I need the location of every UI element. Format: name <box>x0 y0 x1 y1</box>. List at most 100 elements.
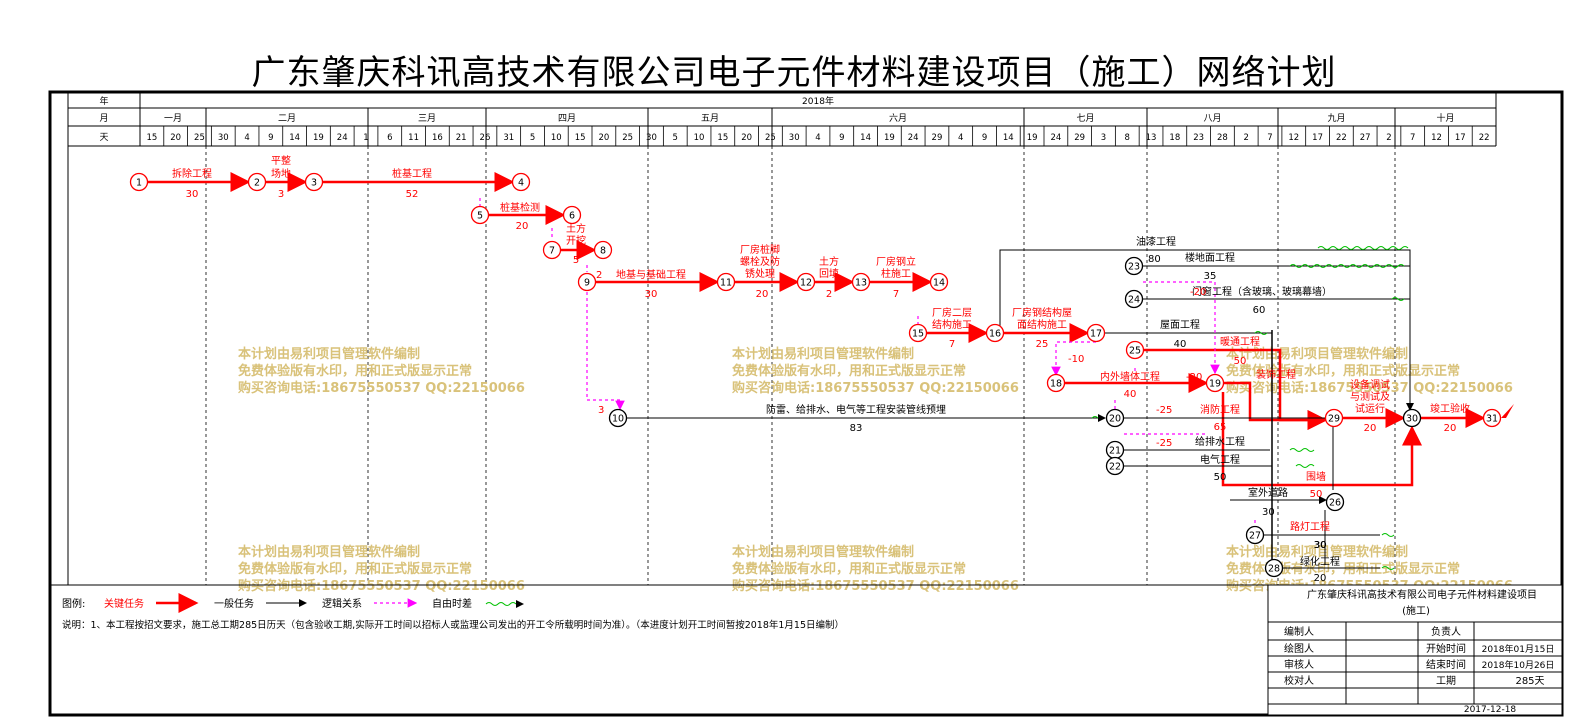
day-label: 15 <box>717 133 728 143</box>
float-label: 2 <box>596 270 602 281</box>
task-duration: 7 <box>949 339 955 350</box>
day-label: 12 <box>1288 133 1299 143</box>
month-label: 九月 <box>1327 113 1345 124</box>
day-label: 11 <box>408 133 419 143</box>
node-5: 5 <box>470 205 490 225</box>
node-13: 13 <box>851 272 871 292</box>
task-name: 土方 <box>819 255 839 268</box>
info-box: 广东肇庆科讯高技术有限公司电子元件材料建设项目 (施工) 编制人 负责人 绘图人… <box>1267 584 1563 716</box>
watermark-1b: 免费体验版有水印，用和正式版显示正常 <box>238 363 472 379</box>
task-name: 结构施工 <box>932 318 972 331</box>
day-label: 14 <box>1003 133 1014 143</box>
legend-critical: 关键任务 <box>104 597 144 610</box>
node-25: 25 <box>1125 340 1145 360</box>
day-label: 25 <box>194 133 205 143</box>
task-name: 内外墙体工程 <box>1100 370 1160 383</box>
day-label: 25 <box>622 133 633 143</box>
day-label: 19 <box>884 133 895 143</box>
day-label: 2 <box>1243 133 1248 143</box>
float-label: 30 <box>1314 540 1327 551</box>
day-label: 28 <box>1217 133 1228 143</box>
day-label: 10 <box>551 133 562 143</box>
task-duration: 5 <box>573 255 579 266</box>
day-label: 25 <box>765 133 776 143</box>
svg-text:24: 24 <box>1128 295 1140 306</box>
day-label: 30 <box>646 133 657 143</box>
day-label: 4 <box>815 133 820 143</box>
day-label: 13 <box>1146 133 1157 143</box>
day-label: 3 <box>1101 133 1106 143</box>
svg-text:18: 18 <box>1050 379 1062 390</box>
task-name: 电气工程 <box>1200 453 1240 466</box>
watermark-1a: 本计划由易利项目管理软件编制 <box>238 346 420 362</box>
task-name: 桩基检测 <box>500 201 540 214</box>
float-label: -25 <box>1156 438 1172 449</box>
day-label: 22 <box>1336 133 1347 143</box>
svg-text:7: 7 <box>549 246 555 257</box>
day-label: 8 <box>1125 133 1130 143</box>
day-label: 12 <box>1431 133 1442 143</box>
task-name: 厂房二层 <box>932 306 972 319</box>
node-10: 10 <box>608 408 628 428</box>
month-label: 八月 <box>1203 113 1221 124</box>
task-name: 厂房桩脚 <box>740 243 780 256</box>
watermark-3c: 购买咨询电话:18675550537 QQ:22150066 <box>1226 380 1513 396</box>
task-name: 试运行 <box>1355 402 1385 415</box>
task-labels: 拆除工程 30 平整 场地 3 桩基工程 52 桩基检测 20 土方 开挖 5 … <box>172 154 1470 584</box>
day-label: 7 <box>1267 133 1272 143</box>
svg-text:28: 28 <box>1268 564 1280 575</box>
day-label: 4 <box>958 133 963 143</box>
svg-text:11: 11 <box>720 278 732 289</box>
year-label: 2018年 <box>802 95 834 107</box>
svg-text:22: 22 <box>1109 462 1121 473</box>
task-name: 厂房钢立 <box>876 255 916 268</box>
day-label: 24 <box>1050 133 1061 143</box>
month-label: 四月 <box>558 113 576 124</box>
task-duration: 30 <box>645 289 658 300</box>
svg-text:14: 14 <box>933 278 945 289</box>
task-name: 地基与基础工程 <box>616 268 686 281</box>
node-19: 19 <box>1205 373 1225 393</box>
task-name: 拆除工程 <box>172 167 212 180</box>
task-name: 消防工程 <box>1200 403 1240 416</box>
watermark-4b: 免费体验版有水印，用和正式版显示正常 <box>238 561 472 577</box>
day-label: 10 <box>694 133 705 143</box>
watermark-3b: 免费体验版有水印，用和正式版显示正常 <box>1226 363 1460 379</box>
node-6: 6 <box>562 205 582 225</box>
day-label: 18 <box>1169 133 1180 143</box>
month-label: 十月 <box>1436 112 1454 124</box>
task-name: 绿化工程 <box>1300 555 1340 568</box>
day-label: 22 <box>1479 133 1490 143</box>
watermark-6b: 免费体验版有水印，用和正式版显示正常 <box>1226 561 1460 577</box>
day-label: 1 <box>363 133 368 143</box>
day-label: 15 <box>146 133 157 143</box>
day-label: 17 <box>1455 133 1466 143</box>
task-duration: 50 <box>1234 356 1247 367</box>
svg-text:8: 8 <box>600 246 606 257</box>
info-cell: 工期 <box>1436 675 1456 687</box>
task-duration: 3 <box>278 189 284 200</box>
task-name: 装饰工程 <box>1256 368 1296 381</box>
float-label: -20 <box>1186 372 1202 383</box>
task-duration: 25 <box>1036 339 1049 350</box>
node-31: 31 <box>1482 408 1502 428</box>
note-text: 说明：1、本工程按招文要求，施工总工期285日历天（包含验收工期,实际开工时间以… <box>62 619 844 631</box>
svg-text:6: 6 <box>569 211 575 222</box>
day-label: 20 <box>598 133 609 143</box>
node-20: 20 <box>1105 408 1125 428</box>
node-8: 8 <box>593 240 613 260</box>
day-label: 27 <box>1360 133 1371 143</box>
day-label: 30 <box>789 133 800 143</box>
svg-text:26: 26 <box>1329 498 1341 509</box>
task-duration: 20 <box>756 289 769 300</box>
day-label: 24 <box>337 133 348 143</box>
day-label: 5 <box>530 133 535 143</box>
page-title: 广东肇庆科讯高技术有限公司电子元件材料建设项目（施工）网络计划 <box>251 53 1337 93</box>
svg-text:20: 20 <box>1109 414 1121 425</box>
watermark-2c: 购买咨询电话:18675550537 QQ:22150066 <box>732 380 1019 396</box>
task-duration: 52 <box>406 189 419 200</box>
task-duration: 60 <box>1253 305 1266 316</box>
watermark-5b: 免费体验版有水印，用和正式版显示正常 <box>732 561 966 577</box>
